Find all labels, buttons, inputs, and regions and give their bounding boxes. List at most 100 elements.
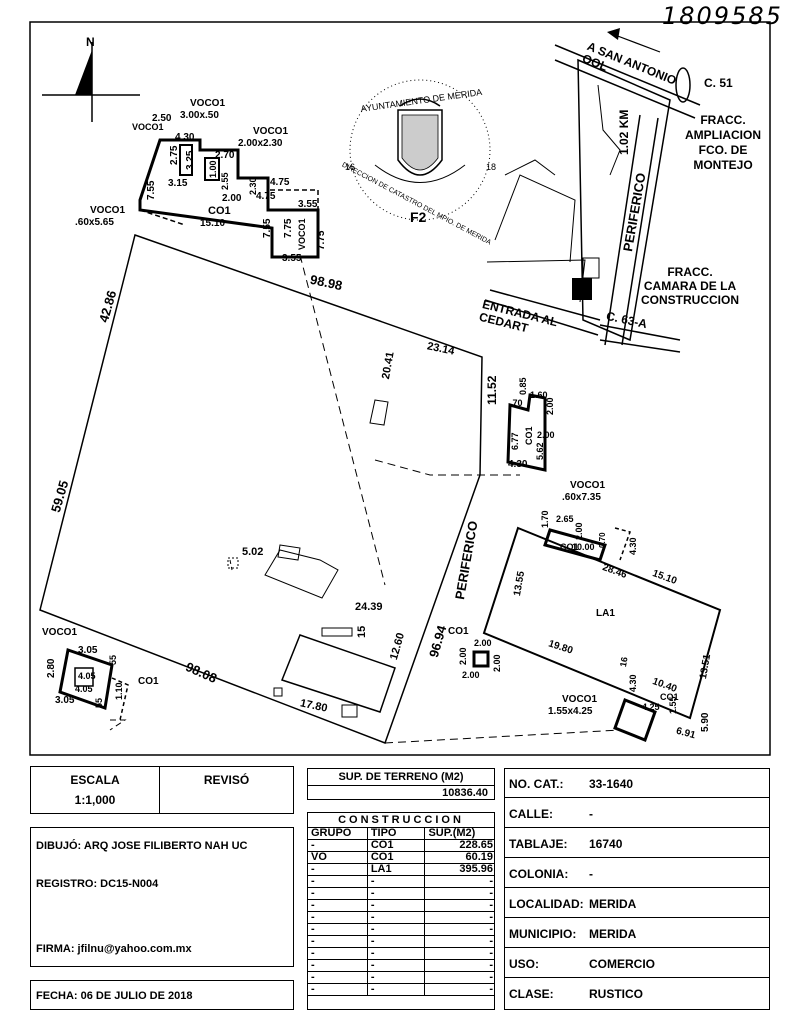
info-value: - — [589, 807, 593, 821]
la1-co1: CO1 — [560, 542, 579, 552]
construccion-cell: - — [366, 983, 426, 996]
construccion-cell: - — [424, 887, 494, 900]
info-key: TABLAJE: — [509, 837, 568, 851]
info-row: MUNICIPIO: MERIDA — [505, 919, 769, 948]
construccion-cell: - — [366, 923, 426, 936]
construccion-cell: CO1 — [366, 851, 426, 864]
co1s-dim-c: 2.00 — [492, 654, 502, 672]
la1-dim-4-30-b: 4.30 — [628, 674, 638, 692]
rs-dim-4-30: 4.30 — [508, 459, 528, 470]
bl-dim-1-10: 1.10 — [114, 682, 124, 700]
label-fracc-ampliacion: FRACC. AMPLIACION FCO. DE MONTEJO — [685, 113, 761, 172]
dashed-connector-left — [109, 719, 127, 731]
construccion-cell: - — [308, 863, 368, 876]
la1-building — [482, 526, 722, 742]
interior-shape-small — [369, 399, 389, 426]
construccion-row: --- — [308, 935, 494, 948]
la1-dim-16: 16 — [618, 656, 630, 668]
construccion-cell: - — [366, 887, 426, 900]
construccion-cell: - — [308, 983, 368, 996]
interior-building-middle — [227, 544, 339, 599]
construccion-cell: - — [424, 899, 494, 912]
construccion-cell: - — [308, 923, 368, 936]
dim-5-02: 5.02 — [242, 546, 264, 558]
info-row: LOCALIDAD:MERIDA — [505, 889, 769, 918]
construccion-cell: - — [308, 935, 368, 948]
label-km: 1.02 KM — [617, 109, 631, 155]
la1-label: LA1 — [596, 608, 615, 619]
construccion-cell: - — [308, 911, 368, 924]
top-dim-3-25: 3.25 — [185, 150, 196, 170]
construccion-cell: 60.19 — [424, 851, 494, 864]
fecha-text: FECHA: 06 DE JULIO DE 2018 — [36, 990, 193, 1002]
dashed-connector-bottom — [384, 729, 621, 744]
rs-co1: CO1 — [524, 426, 534, 445]
bl-dim-2-80: 2.80 — [46, 658, 57, 678]
construccion-cell: - — [308, 947, 368, 960]
la1-co1-b: CO1 — [660, 692, 679, 702]
info-row: COLONIA:- — [505, 859, 769, 888]
label-fracc-camara: FRACC. CAMARA DE LA CONSTRUCCION — [641, 265, 739, 307]
top-voco1-vertical: VOCO1 — [297, 218, 307, 250]
right-small-building — [506, 393, 547, 472]
top-voco1-c: VOCO1 — [132, 122, 164, 132]
rs-dim-2-00-b: 2.00 — [537, 430, 555, 440]
top-dim-7-55-b: 7.55 — [262, 218, 273, 238]
construccion-cell: - — [366, 899, 426, 912]
top-dim-7-75-b: 7.75 — [316, 230, 327, 250]
construccion-cell: - — [308, 839, 368, 852]
top-dim-1-00: 1.00 — [208, 160, 218, 178]
construccion-cell: - — [366, 875, 426, 888]
construccion-header: GRUPO — [308, 827, 368, 840]
construccion-cell: 395.96 — [424, 863, 494, 876]
sup-terreno-value: 10836.40 — [442, 787, 488, 799]
top-dim-3-55-b: 3.55 — [282, 253, 302, 264]
la1-voco1: VOCO1 — [570, 480, 606, 491]
construccion-cell: - — [308, 959, 368, 972]
rs-dim-2-00-a: 2.00 — [545, 397, 555, 415]
construccion-row: --- — [308, 875, 494, 888]
la1-dim-2-00: 2.00 — [574, 522, 584, 540]
construccion-cell: VO — [308, 851, 368, 864]
bl-dim-55-b: 55 — [94, 697, 104, 708]
top-building — [138, 138, 320, 259]
la1-dim-1-55: 1.55 — [668, 696, 678, 714]
dashed-connector-right — [374, 459, 520, 476]
top-voco1-d: VOCO1 — [90, 205, 126, 216]
north-label: N — [86, 35, 95, 49]
bl-dim-4-05-a: 4.05 — [78, 671, 96, 681]
la1-dim-1-70: 1.70 — [540, 510, 550, 528]
top-dim-2-55: 2.55 — [220, 172, 230, 190]
info-key: CALLE: — [509, 807, 553, 821]
reviso-label: REVISÓ — [203, 773, 250, 787]
seal-right-number: 18 — [486, 162, 496, 172]
construccion-row: --- — [308, 899, 494, 912]
construccion-row: --- — [308, 983, 494, 996]
construccion-cell: - — [424, 923, 494, 936]
info-value: RUSTICO — [589, 987, 643, 1001]
info-key: USO: — [509, 957, 539, 971]
info-value: MERIDA — [589, 927, 637, 941]
plan-frame — [29, 21, 771, 756]
construccion-cell: - — [366, 971, 426, 984]
construccion-cell: - — [424, 911, 494, 924]
construccion-header: TIPO — [366, 827, 426, 840]
construccion-cell: - — [424, 959, 494, 972]
top-voco1-a: VOCO1 — [190, 98, 226, 109]
top-dim-4-75-b: 4.75 — [256, 191, 276, 202]
info-row: USO:COMERCIO — [505, 949, 769, 978]
info-key: NO. CAT.: — [509, 777, 564, 791]
info-value: MERIDA — [589, 897, 637, 911]
construccion-cell: - — [424, 935, 494, 948]
escala-box: ESCALA 1:1,000 — [30, 766, 160, 814]
info-key: MUNICIPIO: — [509, 927, 577, 941]
top-dim-15-10: 15.10 — [200, 218, 226, 229]
escala-value: 1:1,000 — [74, 793, 116, 807]
construccion-cell: - — [424, 947, 494, 960]
top-dim-7-55-a: 7.55 — [146, 180, 157, 200]
rs-dim-6-77: 6.77 — [510, 432, 520, 450]
co1s-dim-b: 2.00 — [458, 647, 468, 665]
escala-label: ESCALA — [70, 773, 120, 787]
